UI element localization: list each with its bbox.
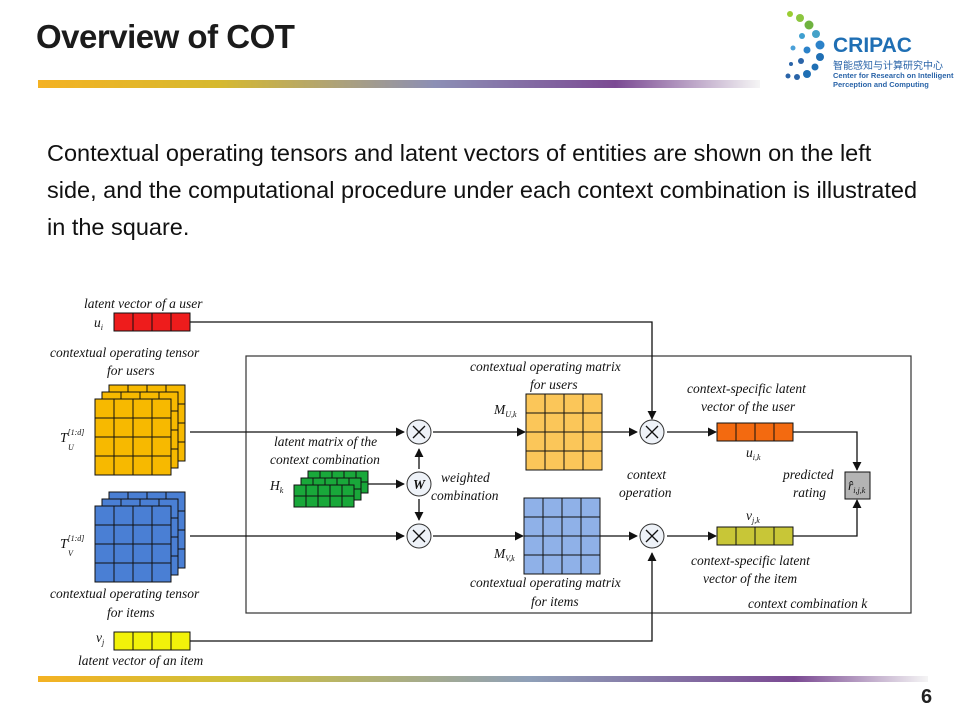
user-tensor	[94, 384, 186, 476]
multiply-icon	[639, 523, 665, 549]
footer-bar	[38, 676, 928, 682]
multiply-icon	[406, 419, 432, 445]
u-ik-symbol: ui,k	[746, 445, 761, 462]
weighted-label-line1: weighted	[441, 470, 490, 485]
tu-subscript: U	[68, 443, 75, 452]
context-specific-user-vector	[716, 422, 794, 442]
item-latent-vector	[113, 631, 191, 651]
user-latent-vector-label: latent vector of a user	[84, 296, 203, 311]
context-operation-line2: operation	[619, 485, 672, 500]
user-latent-vector	[113, 312, 191, 332]
item-matrix-label-line2: for items	[531, 594, 579, 609]
u-i-symbol: ui	[94, 315, 103, 332]
title-underline-bar	[38, 80, 760, 88]
page-number: 6	[921, 686, 933, 708]
user-matrix-label-line1: contextual operating matrix	[470, 359, 621, 374]
item-tensor-label-line2: for items	[107, 605, 155, 620]
predicted-label-line1: predicted	[782, 467, 834, 482]
predicted-rating-box	[844, 471, 871, 500]
multiply-icon	[639, 419, 665, 445]
multiply-icon	[406, 523, 432, 549]
predicted-label-line2: rating	[793, 485, 826, 500]
context-combination-box	[245, 355, 912, 614]
item-latent-vector-label: latent vector of an item	[78, 653, 203, 668]
context-latent-matrix	[293, 470, 369, 508]
logo-chinese-name: 智能感知与计算研究中心	[833, 61, 943, 72]
latent-matrix-label-line1: latent matrix of the	[274, 434, 377, 449]
item-tensor-label-line1: contextual operating tensor	[50, 586, 200, 601]
connection-lines	[190, 321, 862, 642]
user-tensor-label-line2: for users	[107, 363, 155, 378]
tv-subscript: V	[68, 549, 74, 558]
slide-title: Overview of COT	[36, 18, 295, 55]
cs-item-label-line1: context-specific latent	[691, 553, 811, 568]
item-matrix-label-line1: contextual operating matrix	[470, 575, 621, 590]
cs-user-label-line2: vector of the user	[701, 399, 796, 414]
logo-english-line2: Perception and Computing	[833, 80, 929, 89]
item-operating-matrix	[523, 497, 601, 575]
context-combination-label: context combination k	[748, 596, 868, 611]
cs-item-label-line2: vector of the item	[703, 571, 797, 586]
cs-user-label-line1: context-specific latent	[687, 381, 807, 396]
v-jk-symbol: vj,k	[746, 508, 760, 525]
logo-name: CRIPAC	[833, 34, 912, 57]
r-hat-symbol: r̂i,j,k	[848, 478, 866, 495]
user-tensor-label-line1: contextual operating tensor	[50, 345, 200, 360]
h-k-symbol: Hk	[269, 478, 284, 495]
item-tensor	[94, 491, 186, 583]
multiply-circles: W	[406, 419, 665, 549]
user-operating-matrix	[525, 393, 603, 471]
mv-symbol: MV,k	[493, 546, 515, 563]
context-operation-line1: context	[627, 467, 667, 482]
weighted-label-line2: combination	[431, 488, 499, 503]
context-specific-item-vector	[716, 526, 794, 546]
tv-symbol: T[1:d]	[60, 534, 84, 551]
latent-matrix-label-line2: context combination	[270, 452, 380, 467]
user-matrix-label-line2: for users	[530, 377, 578, 392]
v-j-symbol: vj	[96, 630, 105, 647]
tu-symbol: T[1:d]	[60, 428, 84, 445]
logo-english-line1: Center for Research on Intelligent	[833, 71, 954, 80]
w-symbol: W	[413, 477, 426, 492]
slide-description: Contextual operating tensors and latent …	[47, 140, 918, 240]
cripac-logo	[776, 6, 956, 90]
mu-symbol: MU,k	[493, 402, 517, 419]
logo-dots-icon	[785, 11, 825, 80]
weight-node: W	[406, 471, 432, 497]
